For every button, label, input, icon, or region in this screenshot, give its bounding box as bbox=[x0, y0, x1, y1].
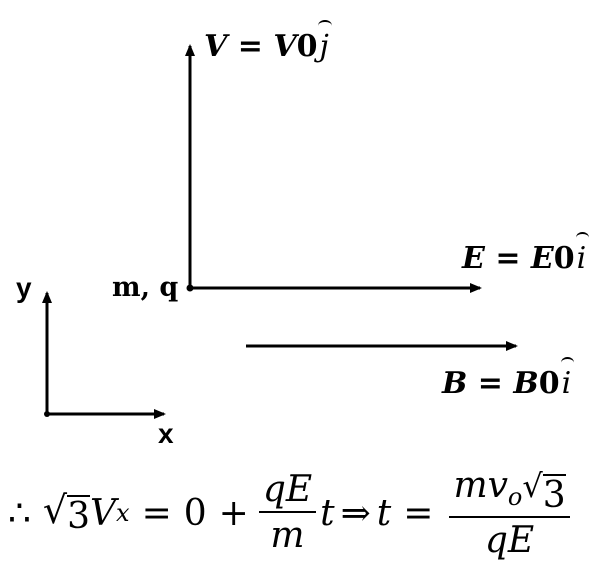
fraction-1-denominator: m bbox=[258, 511, 317, 555]
unit-vector-j: j bbox=[318, 20, 333, 64]
e-field-symbol: E bbox=[462, 241, 485, 276]
plus-sign: + bbox=[218, 492, 249, 534]
fraction-2-denominator: qE bbox=[449, 515, 570, 560]
velocity-magnitude: V bbox=[273, 29, 297, 64]
origin-dot bbox=[44, 411, 50, 417]
b-field-subscript: 0 bbox=[538, 366, 560, 401]
time-symbol-1: t bbox=[320, 492, 335, 534]
e-field-magnitude: E bbox=[530, 241, 554, 276]
time-symbol-2: t bbox=[376, 492, 392, 534]
b-field-label: B = B0i bbox=[442, 357, 574, 401]
b-field-symbol: B bbox=[442, 366, 468, 401]
velocity-equals: = bbox=[227, 29, 274, 64]
e-field-label: E = E0i bbox=[462, 232, 589, 276]
e-field-equals: = bbox=[484, 241, 531, 276]
b-field-magnitude: B bbox=[513, 366, 539, 401]
particle-dot bbox=[186, 284, 194, 292]
fraction-result: mvo√3 qE bbox=[449, 464, 570, 560]
velocity-symbol: V bbox=[204, 29, 228, 64]
x-axis-label: x bbox=[158, 418, 174, 449]
zero-value: 0 bbox=[183, 492, 207, 534]
y-axis-label: y bbox=[16, 272, 32, 303]
implies-arrow: ⇒ bbox=[340, 492, 371, 534]
velocity-x-symbol: V bbox=[90, 492, 117, 534]
charge-label: m, q bbox=[112, 272, 179, 303]
e-field-subscript: 0 bbox=[553, 241, 575, 276]
fraction-2-numerator: mvo√3 bbox=[453, 464, 566, 516]
velocity-subscript: 0 bbox=[296, 29, 318, 64]
sqrt-three: √3 bbox=[42, 488, 91, 537]
equals-sign-2: = bbox=[403, 492, 434, 534]
b-field-equals: = bbox=[467, 366, 514, 401]
unit-vector-i-b: i bbox=[560, 357, 574, 401]
unit-vector-i-e: i bbox=[575, 232, 589, 276]
fraction-qe-over-m: qE m bbox=[258, 469, 317, 555]
velocity-label: V = V0j bbox=[204, 20, 333, 64]
equals-sign-1: = bbox=[141, 492, 172, 534]
velocity-x-subscript: x bbox=[116, 499, 130, 527]
therefore-symbol: ∴ bbox=[8, 492, 31, 534]
fraction-1-numerator: qE bbox=[262, 469, 313, 511]
